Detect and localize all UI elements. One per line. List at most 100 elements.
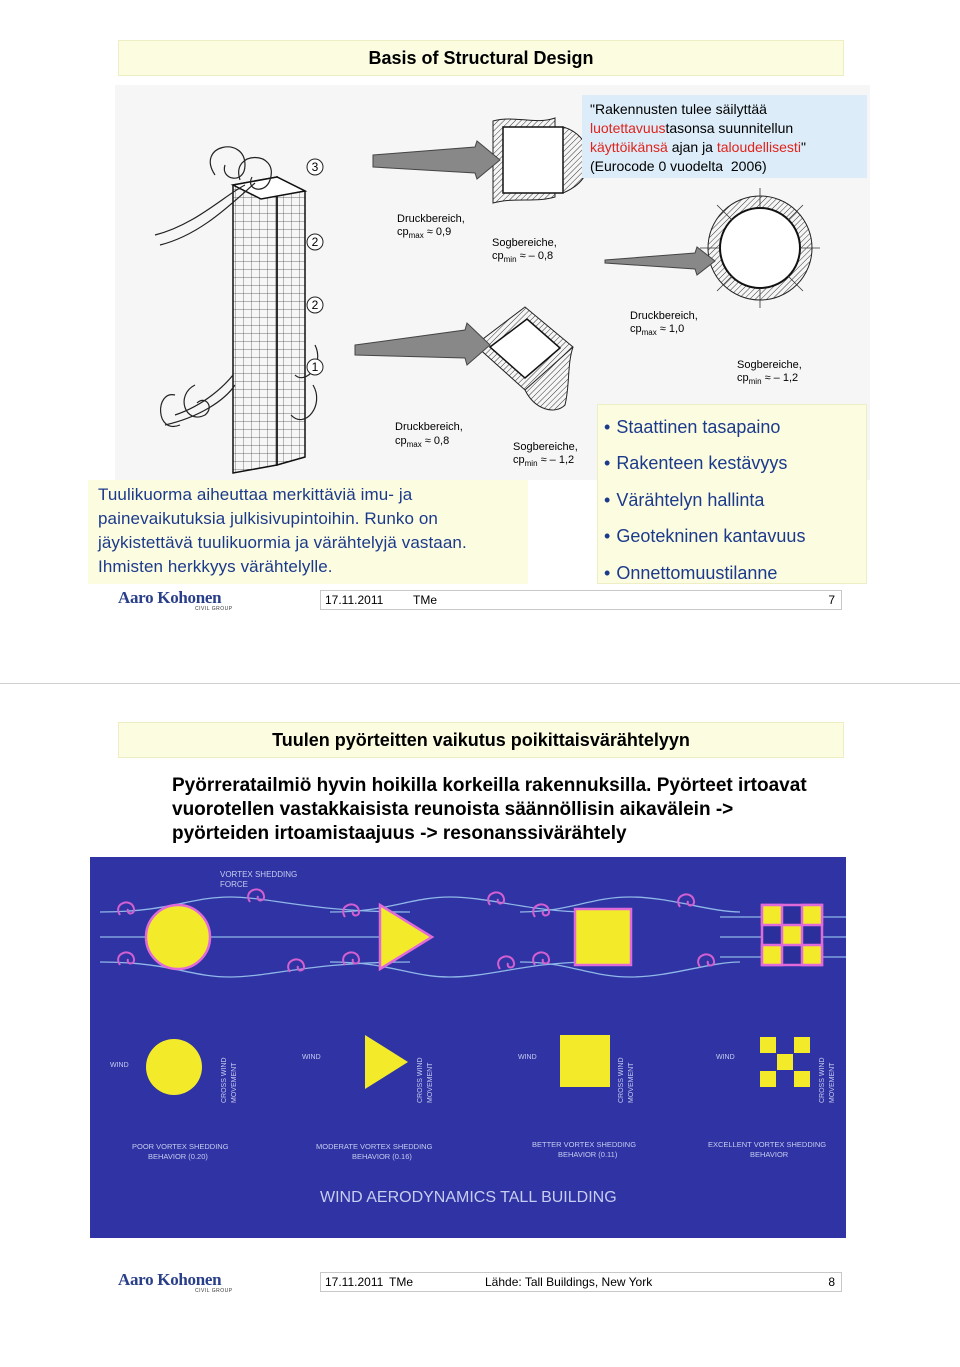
top-row-streamlines [99,896,846,978]
footer-page: 8 [828,1275,835,1289]
cp4-val: ≈ – 1,2 [762,372,799,384]
cp1-sub: max [409,231,424,240]
slide2-footer: 17.11.2011 TMe Lähde: Tall Buildings, Ne… [320,1272,842,1292]
cross-label-3a: CROSS WIND [618,1058,625,1104]
caption-3a: BETTER VORTEX SHEDDING [532,1140,636,1149]
bullet-item: Staattinen tasapaino [604,409,866,445]
tall-building-grid [230,175,308,474]
cross-label-1b: MOVEMENT [231,1062,238,1103]
company-logo-2: Aaro Kohonen [118,1270,222,1289]
slide1-title-text: Basis of Structural Design [368,47,594,68]
bullet-item: Värähtelyn hallinta [604,482,866,518]
quote-line2: luotettavuustasonsa suunnitellun [590,119,859,138]
label-druck1: Druckbereich, [397,213,465,225]
top-row-shapes [144,902,824,972]
slide1-title: Basis of Structural Design [118,40,844,76]
label-sog1: Sogbereiche, [492,237,557,249]
cross-label-2b: MOVEMENT [427,1062,434,1103]
quote-emph3: taloudellisesti [716,139,801,155]
footer-source: Lähde: Tall Buildings, New York [485,1275,653,1289]
cp4: cp [737,372,749,384]
number-markers: 3 2 2 1 [306,158,324,376]
figure-main-caption: WIND AERODYNAMICS TALL BUILDING [320,1189,617,1206]
bullet-item: Rakenteen kestävyys [604,445,866,481]
cp3-sub: max [642,328,657,337]
quote-line3-end: " [800,139,806,155]
footer-author: TMe [389,1275,413,1289]
behavior-captions: POOR VORTEX SHEDDING BEHAVIOR (0.20) MOD… [132,1140,826,1161]
label-cp6: cpmin ≈ – 1,2 [513,454,574,468]
top-row-vortices [117,888,716,973]
cp3-val: ≈ 1,0 [657,323,684,335]
marker-2b: 2 [312,298,319,312]
cp2-val: ≈ – 0,8 [517,250,554,262]
cp1: cp [397,226,409,238]
caption-4a: EXCELLENT VORTEX SHEDDING [708,1140,826,1149]
slide2-title: Tuulen pyörteitten vaikutus poikittaisvä… [118,722,844,758]
quote-emph1: luotettavuus [590,120,666,136]
label-druck2: Druckbereich, [630,310,698,322]
cp2: cp [492,250,504,262]
circular-plan [604,188,820,308]
vortex-label-1: VORTEX SHEDDING [220,870,297,879]
footer-date: 17.11.2011 [325,593,384,607]
label-druck3: Druckbereich, [395,421,463,433]
cross-label-3b: MOVEMENT [628,1062,635,1103]
cross-label-4a: CROSS WIND [819,1058,826,1104]
quote-emph2: käyttöikänsä [590,139,668,155]
label-sog2: Sogbereiche, [737,359,802,371]
wind-labels: WIND WIND WIND WIND [110,1054,735,1069]
wind-label-4: WIND [716,1054,735,1061]
caption-2a: MODERATE VORTEX SHEDDING [316,1142,433,1151]
bullet-item: Geotekninen kantavuus [604,518,866,554]
cp6-sub: min [525,459,538,468]
cp5-sub: max [407,440,422,449]
bullet-item: Onnettomuustilanne [604,555,866,591]
company-logo-sub: CIVIL GROUP [195,606,233,612]
cp4-sub: min [749,377,762,386]
footer-author: TMe [413,593,437,607]
design-requirements-list: Staattinen tasapaino Rakenteen kestävyys… [597,404,867,584]
square-plan-diagonal [354,306,574,411]
caption-2b: BEHAVIOR (0.16) [352,1152,412,1161]
cross-label-4b: MOVEMENT [829,1062,836,1103]
wind-label-1: WIND [110,1062,129,1069]
label-sog3: Sogbereiche, [513,441,578,453]
caption-3b: BEHAVIOR (0.11) [558,1150,618,1159]
label-cp2: cpmin ≈ – 0,8 [492,250,553,264]
vortex-label-2: FORCE [220,880,248,889]
vortex-shedding-figure: VORTEX SHEDDING FORCE [90,857,846,1238]
cp2-sub: min [504,255,517,264]
marker-3: 3 [312,160,319,174]
quote-line3-mid: ajan ja [667,139,717,155]
slide2-title-text: Tuulen pyörteitten vaikutus poikittaisvä… [272,729,690,750]
label-cp3: cpmax ≈ 1,0 [630,323,684,337]
wind-label-3: WIND [518,1054,537,1061]
footer-page: 7 [828,593,835,607]
caption-1a: POOR VORTEX SHEDDING [132,1142,229,1151]
caption-1b: BEHAVIOR (0.20) [148,1152,208,1161]
quote-line2-rest: tasonsa suunnitellun [665,120,794,136]
cross-label-2a: CROSS WIND [417,1058,424,1104]
wind-aerodynamics-photo: VORTEX SHEDDING FORCE [90,857,846,1238]
marker-2a: 2 [312,235,319,249]
cp5-val: ≈ 0,8 [422,435,449,447]
cp6: cp [513,454,525,466]
cp5: cp [395,435,407,447]
label-cp1: cpmax ≈ 0,9 [397,226,451,240]
page-divider [0,683,960,684]
label-cp4: cpmin ≈ – 1,2 [737,372,798,386]
bottom-row-shapes [146,1035,810,1095]
wind-label-2: WIND [302,1054,321,1061]
slide1-footer: 17.11.2011 TMe 7 [320,590,842,610]
eurocode-quote: "Rakennusten tulee säilyttää luotettavuu… [582,95,867,178]
quote-line1: "Rakennusten tulee säilyttää [590,101,767,117]
wind-flow-lines [154,146,319,428]
cp1-val: ≈ 0,9 [424,226,451,238]
slide2-description: Pyörreratailmiö hyvin hoikilla korkeilla… [172,775,807,844]
cp3: cp [630,323,642,335]
cross-wind-labels: CROSS WIND MOVEMENT CROSS WIND MOVEMENT … [221,1058,836,1104]
footer-date: 17.11.2011 [325,1275,384,1289]
company-logo: Aaro Kohonen [118,588,222,607]
marker-1: 1 [312,360,319,374]
